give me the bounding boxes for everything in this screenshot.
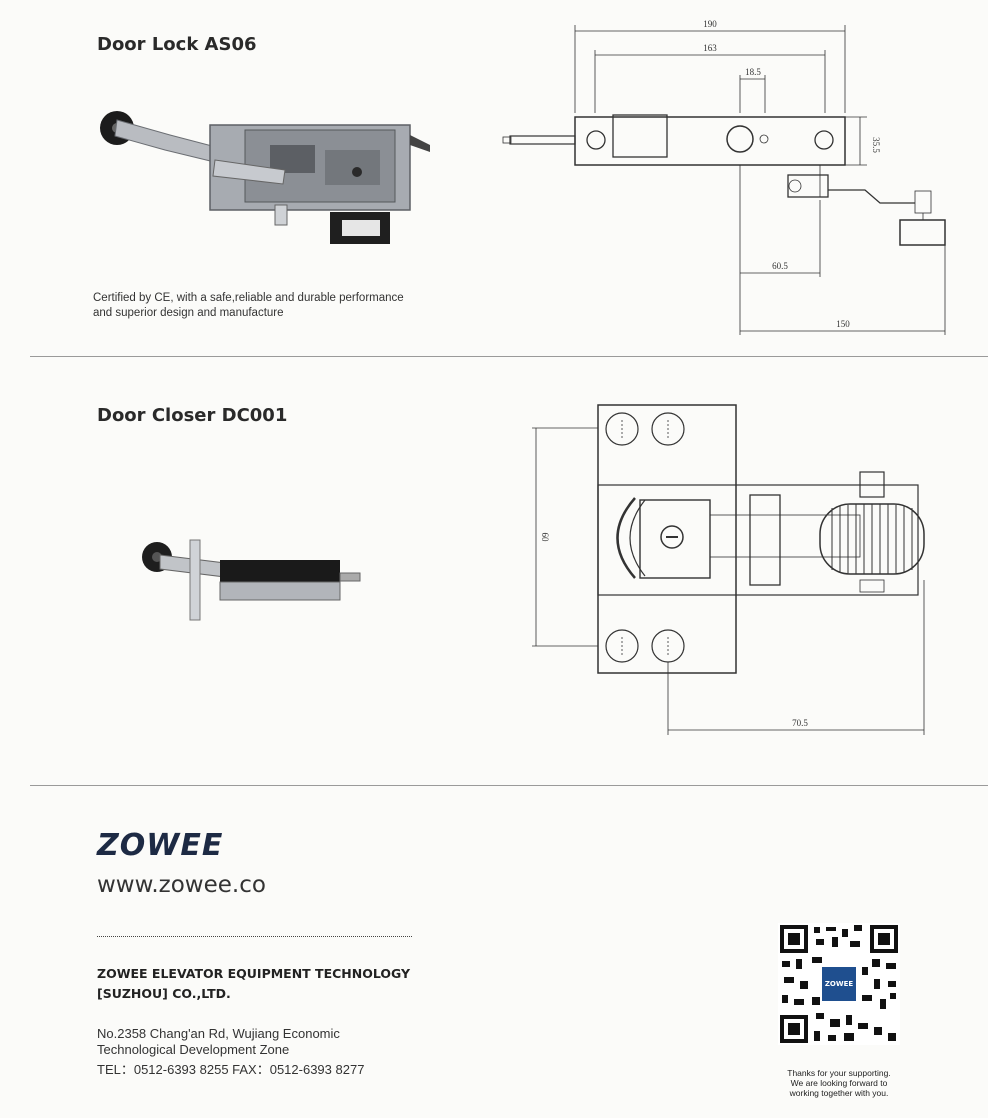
qr-code[interactable]: ZOWEE (778, 923, 900, 1045)
dim-closer-height: 60 (540, 533, 550, 543)
section-divider (30, 356, 988, 357)
dim-overall-length: 190 (703, 19, 717, 29)
thanks-line-2: We are looking forward to (790, 1078, 888, 1088)
address-line-2: Technological Development Zone (97, 1042, 290, 1057)
footer-divider (30, 785, 988, 786)
company-name: ZOWEE ELEVATOR EQUIPMENT TECHNOLOGY [SUZ… (97, 964, 410, 1004)
door-closer-drawing: 60 70.5 (532, 404, 925, 735)
door-lock-photo (100, 111, 430, 244)
company-line-2: [SUZHOU] CO.,LTD. (97, 986, 231, 1001)
contact-line: TEL：0512-6393 8255 FAX：0512-6393 8277 (97, 1062, 365, 1077)
dim-hole-offset: 18.5 (745, 67, 761, 77)
dim-closer-length: 70.5 (792, 718, 808, 728)
website-link[interactable]: www.zowee.co (97, 872, 266, 898)
dim-roller-offset: 60.5 (772, 261, 788, 271)
dim-height: 35.5 (871, 137, 881, 153)
thanks-line-3: working together with you. (789, 1088, 889, 1098)
door-lock-drawing: 190 163 18.5 35.5 60.5 150 (502, 19, 946, 335)
description-line-1: Certified by CE, with a safe,reliable an… (93, 292, 404, 304)
thanks-line-1: Thanks for your supporting. (787, 1068, 891, 1078)
dim-hole-spacing: 163 (703, 43, 717, 53)
company-line-1: ZOWEE ELEVATOR EQUIPMENT TECHNOLOGY (97, 966, 411, 981)
thanks-message: Thanks for your supporting. We are looki… (760, 1068, 918, 1098)
qr-center-logo: ZOWEE (824, 980, 854, 988)
company-address: No.2358 Chang'an Rd, Wujiang Economic Te… (97, 1026, 364, 1078)
door-closer-title: Door Closer DC001 (97, 405, 288, 426)
dim-arm-length: 150 (836, 319, 850, 329)
zowee-logo: ZOWEE (97, 828, 224, 863)
door-lock-title: Door Lock AS06 (97, 34, 257, 55)
door-lock-description: Certified by CE, with a safe,reliable an… (93, 291, 404, 321)
address-line-1: No.2358 Chang'an Rd, Wujiang Economic (97, 1026, 340, 1041)
description-line-2: and superior design and manufacture (93, 307, 284, 319)
dotted-separator (97, 936, 412, 937)
qr-code-pattern (778, 923, 900, 1045)
door-closer-photo (142, 539, 361, 621)
